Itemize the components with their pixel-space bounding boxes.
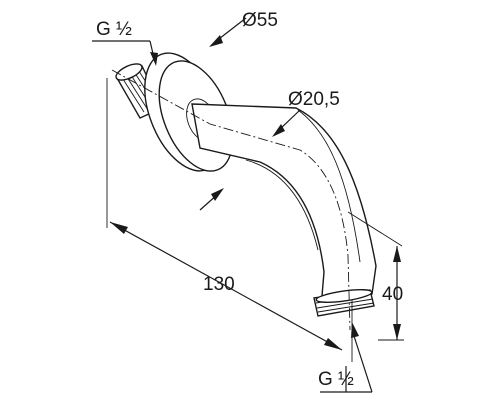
center-axis — [111, 69, 351, 331]
label-thread-top: G ½ — [96, 19, 132, 40]
dim-height — [347, 211, 404, 341]
label-length: 130 — [203, 274, 235, 295]
dim-pipe-diameter — [199, 109, 301, 211]
label-thread-bottom: G ½ — [318, 369, 354, 390]
dim-flange-diameter — [209, 17, 247, 47]
label-height: 40 — [382, 284, 403, 305]
outlet-thread — [313, 288, 375, 317]
label-pipe-diameter: Ø20,5 — [288, 89, 340, 110]
dim-thread-bottom — [320, 322, 373, 393]
label-flange-diameter: Ø55 — [242, 10, 278, 31]
dim-thread-top — [92, 40, 158, 66]
dim-length — [106, 78, 353, 362]
